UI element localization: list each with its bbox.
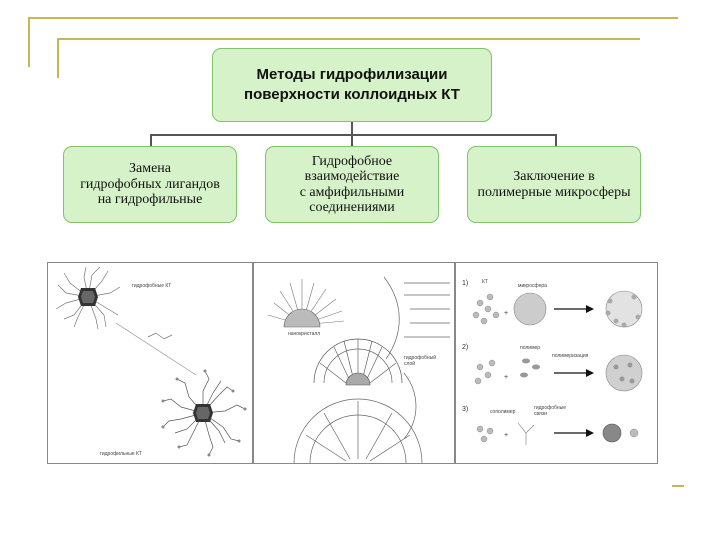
step-2-polymerization-label: полимеризация: [552, 353, 589, 359]
step-2-number: 2): [462, 344, 468, 351]
polymer-dots: [520, 358, 540, 378]
method-box-microspheres: Заключение в полимерные микросферы: [467, 146, 641, 223]
figure-panel-microspheres: 1) КТ + микросфера 2) полимер + полимери…: [455, 262, 658, 464]
qd-dots-1: [472, 293, 500, 325]
panel2-core-label: нанокристалл: [288, 331, 320, 337]
step-1-number: 1): [462, 280, 468, 287]
diagram-title: Методы гидрофилизации поверхности коллои…: [244, 66, 460, 103]
ligand-exchange-illustration: гидрофобные КТ гидрофильные КТ: [55, 266, 247, 457]
method-label-ligand-exchange: Замена гидрофобных лигандов на гидрофиль…: [80, 161, 220, 208]
microspheres-illustration: 1) КТ + микросфера 2) полимер + полимери…: [462, 279, 643, 445]
hydrophobic-qd-drawing: [55, 266, 121, 330]
step-2-polymer-label: полимер: [520, 345, 540, 351]
step-3-copolymer-label: сополимер: [490, 409, 516, 415]
connector-middle: [351, 134, 353, 146]
frame-left-line-outer: [28, 17, 30, 67]
connector-left: [150, 134, 152, 146]
qd-dots-3: [476, 425, 494, 443]
step-1-qd-label: КТ: [482, 279, 488, 285]
method-label-amphiphilic: Гидрофобное взаимодействие с амфифильным…: [299, 153, 405, 216]
micelle-bottom-drawing: [293, 398, 423, 463]
frame-left-line-inner: [57, 38, 59, 78]
method-label-microspheres: Заключение в полимерные микросферы: [477, 169, 631, 200]
frame-top-line-inner: [57, 38, 640, 40]
copolymer-drawing: [517, 422, 535, 445]
panel1-bottom-label: гидрофильные КТ: [100, 451, 142, 457]
result-sphere-3: [602, 423, 622, 443]
connector-right: [555, 134, 557, 146]
result-sphere-1: [605, 290, 643, 328]
plus-1: +: [504, 310, 508, 317]
frame-corner-mark: [672, 485, 684, 487]
qd-dots-2: [474, 359, 496, 385]
bilayer-drawing: [383, 276, 450, 440]
panel1-arrow: [115, 322, 197, 376]
microsphere-1: [513, 292, 547, 326]
frame-top-line-outer: [28, 17, 678, 19]
plus-3: +: [504, 432, 508, 439]
panel1-top-label: гидрофобные КТ: [132, 283, 171, 289]
figure-panel-ligand-exchange: гидрофобные КТ гидрофильные КТ: [47, 262, 253, 464]
method-box-amphiphilic: Гидрофобное взаимодействие с амфифильным…: [265, 146, 439, 223]
plus-2: +: [504, 374, 508, 381]
step-1-sphere-label: микросфера: [518, 283, 547, 289]
hydrophilic-qd-drawing: [161, 369, 247, 457]
method-box-ligand-exchange: Замена гидрофобных лигандов на гидрофиль…: [63, 146, 237, 223]
connector-horizontal: [150, 134, 556, 136]
step-3-number: 3): [462, 406, 468, 413]
connector-trunk: [351, 122, 353, 135]
result-sphere-2: [605, 354, 643, 392]
diagram-title-box: Методы гидрофилизации поверхности коллои…: [212, 48, 492, 122]
